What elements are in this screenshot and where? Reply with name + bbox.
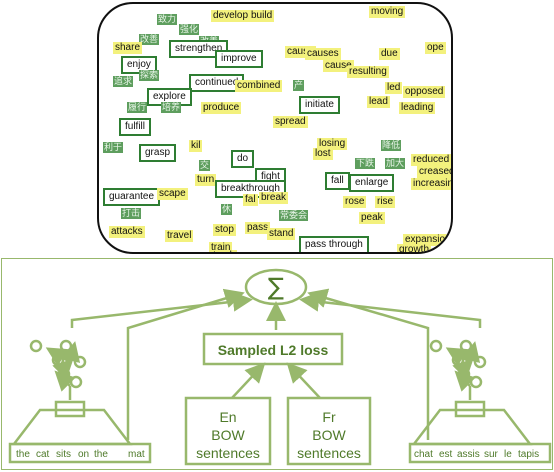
word-resulting: resulting bbox=[347, 66, 389, 78]
en-token: sits bbox=[56, 449, 71, 460]
word-increasing: increasing bbox=[411, 178, 451, 190]
word-peak: peak bbox=[359, 212, 385, 224]
word-cause-2: cause bbox=[323, 60, 354, 72]
word-leading: leading bbox=[399, 102, 436, 114]
word-initiate: initiate bbox=[299, 96, 340, 114]
fr-token: est bbox=[439, 449, 453, 460]
word-moving: moving bbox=[369, 6, 406, 18]
en-bow-box bbox=[184, 396, 272, 466]
cjk-chip: 休 bbox=[221, 204, 233, 215]
word-fulfill: fulfill bbox=[119, 118, 152, 136]
en-token: the bbox=[16, 449, 30, 460]
cjk-chip: 下跌 bbox=[355, 158, 376, 169]
fr-token: assis bbox=[457, 449, 480, 460]
fr-box-line-1: Fr bbox=[322, 409, 336, 425]
word-train: train bbox=[209, 242, 233, 253]
word-build: build bbox=[249, 10, 275, 22]
en-box-line-2: BOW bbox=[211, 427, 245, 443]
cjk-chip: 产 bbox=[293, 80, 305, 91]
word-lost: lost bbox=[313, 148, 333, 160]
word-ope: ope bbox=[425, 42, 446, 54]
cjk-chip: 利于 bbox=[103, 142, 124, 153]
en-box-line-3: sentences bbox=[196, 445, 260, 461]
cjk-chip: 改善 bbox=[139, 34, 160, 45]
word-travel: travel bbox=[165, 230, 194, 242]
cjk-chip: 追求 bbox=[113, 76, 134, 87]
word-reduced: reduced bbox=[411, 154, 451, 166]
cjk-chip: 培养 bbox=[161, 102, 182, 113]
word-growth: growth bbox=[397, 244, 432, 254]
word-stop: stop bbox=[213, 224, 236, 236]
cjk-chip: 致力 bbox=[157, 14, 178, 25]
model-diagram-frame bbox=[1, 258, 553, 470]
word-improve: improve bbox=[215, 50, 263, 68]
word-rose: rose bbox=[343, 196, 367, 208]
cjk-chip: 强化 bbox=[179, 24, 200, 35]
word-fall: fall bbox=[325, 172, 350, 190]
word-causes: causes bbox=[305, 48, 341, 60]
word-opposed: opposed bbox=[403, 86, 446, 98]
word-strengthen: strengthen bbox=[169, 40, 229, 58]
word-kil: kil bbox=[189, 140, 203, 152]
fr-bow-box bbox=[286, 396, 372, 466]
en-token: cat bbox=[36, 449, 50, 460]
word-scape: scape bbox=[157, 188, 188, 200]
word-due: due bbox=[379, 48, 400, 60]
word-fal: fal bbox=[243, 194, 258, 206]
word-turn: turn bbox=[195, 174, 217, 186]
word-stand: stand bbox=[267, 228, 296, 240]
word-pass-through: pass through bbox=[299, 236, 369, 252]
en-token: mat bbox=[128, 449, 145, 460]
word-led: led bbox=[385, 82, 403, 94]
en-sentence-box bbox=[8, 442, 152, 464]
cjk-chip: 交 bbox=[199, 160, 211, 171]
fr-token: sur bbox=[484, 449, 499, 460]
word-enlarge: enlarge bbox=[349, 174, 395, 192]
word-produce: produce bbox=[201, 102, 242, 114]
cjk-chip: 常委会 bbox=[279, 210, 309, 221]
word-spread: spread bbox=[273, 116, 308, 128]
word-combined: combined bbox=[235, 80, 283, 92]
word-attacks: attacks bbox=[109, 226, 145, 238]
cjk-chip: 探索 bbox=[139, 70, 160, 81]
sum-symbol: ∑ bbox=[268, 273, 284, 301]
word-expansion: expansion bbox=[403, 234, 451, 246]
word-share: share bbox=[113, 42, 143, 54]
fr-sentence-box bbox=[408, 442, 552, 464]
word-enjoy: enjoy bbox=[121, 56, 157, 74]
fr-token: tapis bbox=[518, 449, 539, 460]
cjk-chip: 加大 bbox=[385, 158, 406, 169]
fr-token: chat bbox=[414, 449, 433, 460]
fr-box-line-2: BOW bbox=[312, 427, 346, 443]
fr-box-line-3: sentences bbox=[297, 445, 361, 461]
word-pass: pass bbox=[245, 222, 271, 234]
word-creased: creased bbox=[417, 166, 451, 178]
word-lead: lead bbox=[367, 96, 390, 108]
word-do: do bbox=[231, 150, 255, 168]
word-develop: develop bbox=[211, 10, 251, 22]
cjk-chip: 降低 bbox=[381, 140, 402, 151]
cjk-chip: 打击 bbox=[121, 208, 142, 219]
loss-label: Sampled L2 loss bbox=[218, 342, 329, 358]
cjk-chip: 履行 bbox=[127, 102, 148, 113]
word-break: break bbox=[259, 192, 289, 204]
en-box-line-1: En bbox=[219, 409, 236, 425]
word-track: track bbox=[211, 250, 237, 252]
en-token: on bbox=[78, 449, 89, 460]
fr-encoder-top bbox=[454, 400, 486, 418]
word-losing: losing bbox=[317, 138, 348, 150]
en-encoder-top bbox=[54, 400, 86, 418]
word-rise: rise bbox=[375, 196, 396, 208]
word-grasp: grasp bbox=[139, 144, 177, 162]
word-explore: explore bbox=[147, 88, 192, 106]
en-token: the bbox=[94, 449, 108, 460]
embedding-visualization: develop build moving 致力 强化 改善 改善 share e… bbox=[97, 2, 453, 254]
fr-token: le bbox=[504, 449, 512, 460]
l2-loss-box bbox=[202, 332, 344, 366]
